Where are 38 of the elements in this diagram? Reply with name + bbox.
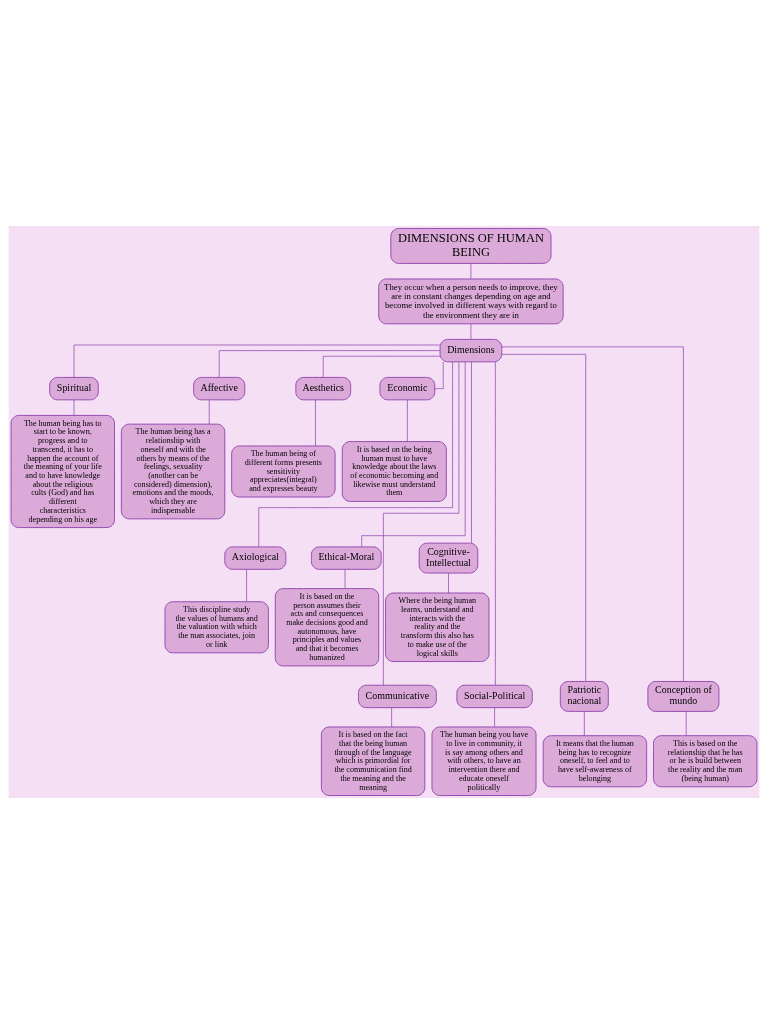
connector	[322, 355, 441, 378]
connector	[407, 399, 408, 442]
node-box: Spiritual	[49, 376, 99, 401]
node-box: Patriotic nacional	[559, 681, 609, 712]
node-box: Dimensions	[439, 338, 503, 363]
node-box: Affective	[193, 376, 246, 401]
connector	[470, 323, 472, 340]
connector	[246, 569, 247, 602]
node-box: Ethical-Moral	[310, 546, 382, 570]
connector	[383, 361, 460, 686]
connector	[391, 707, 392, 728]
node-box: Economic	[379, 376, 436, 401]
node-box: Cognitive-Intellectual	[418, 542, 479, 574]
connector	[344, 569, 346, 589]
node-box: DIMENSIONS OF HUMAN BEING	[390, 228, 552, 264]
connector	[501, 346, 684, 682]
connector	[448, 572, 449, 594]
connector	[208, 399, 210, 425]
node-box: Conception of mundo	[647, 681, 720, 712]
connector	[73, 399, 75, 416]
connector	[315, 399, 316, 447]
connector	[471, 361, 472, 544]
node-box: Communicative	[358, 684, 437, 709]
connector	[495, 361, 496, 686]
node-box: Aesthetics	[295, 376, 352, 401]
node-box: Social-Political	[456, 684, 533, 709]
connector	[73, 344, 441, 378]
connector	[685, 711, 687, 736]
connector	[361, 361, 466, 547]
connector	[501, 354, 587, 682]
node-box: Axiological	[224, 546, 287, 570]
connector	[434, 361, 444, 389]
connector	[583, 711, 585, 736]
connector	[470, 263, 472, 280]
node-box: They occur when a person needs to improve, they are in constant changes depending on age and become involved in different ways with regard to the environment they are in	[378, 278, 564, 325]
connector	[258, 361, 453, 548]
connector	[494, 707, 495, 728]
connector	[218, 350, 441, 378]
